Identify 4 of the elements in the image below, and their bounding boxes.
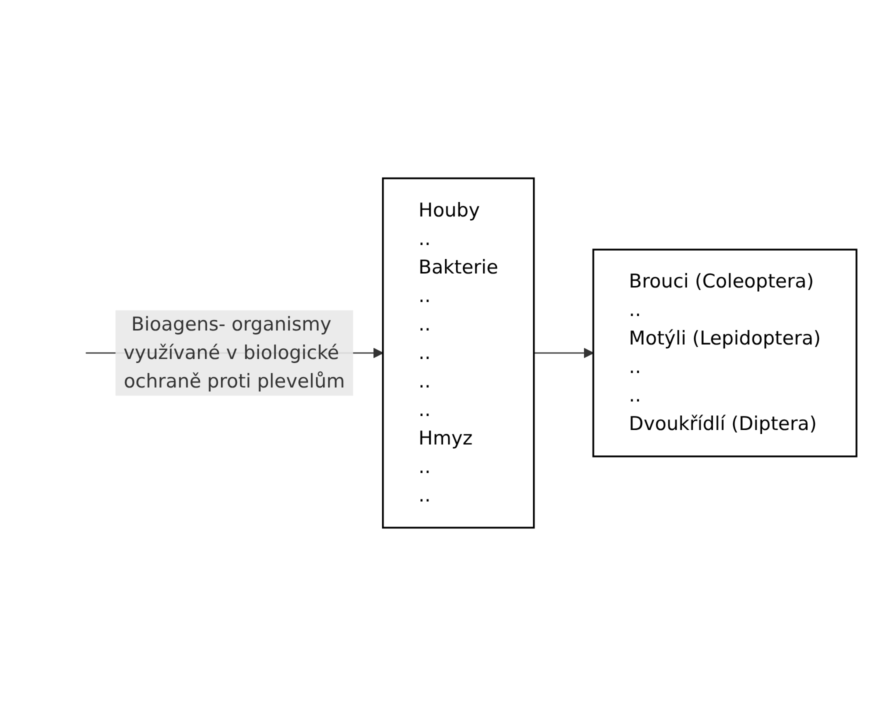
edge-label: Bioagens- organismy využívané v biologické ochraně proti plevelům bbox=[124, 312, 345, 392]
node-box: Brouci (Coleoptera) .. Motýli (Lepidoptera) .. .. Dvoukřídlí (Diptera) bbox=[592, 248, 858, 458]
node-box: Houby .. Bakterie .. .. .. .. .. Hmyz .. .. bbox=[382, 177, 535, 529]
arrow bbox=[534, 348, 594, 358]
